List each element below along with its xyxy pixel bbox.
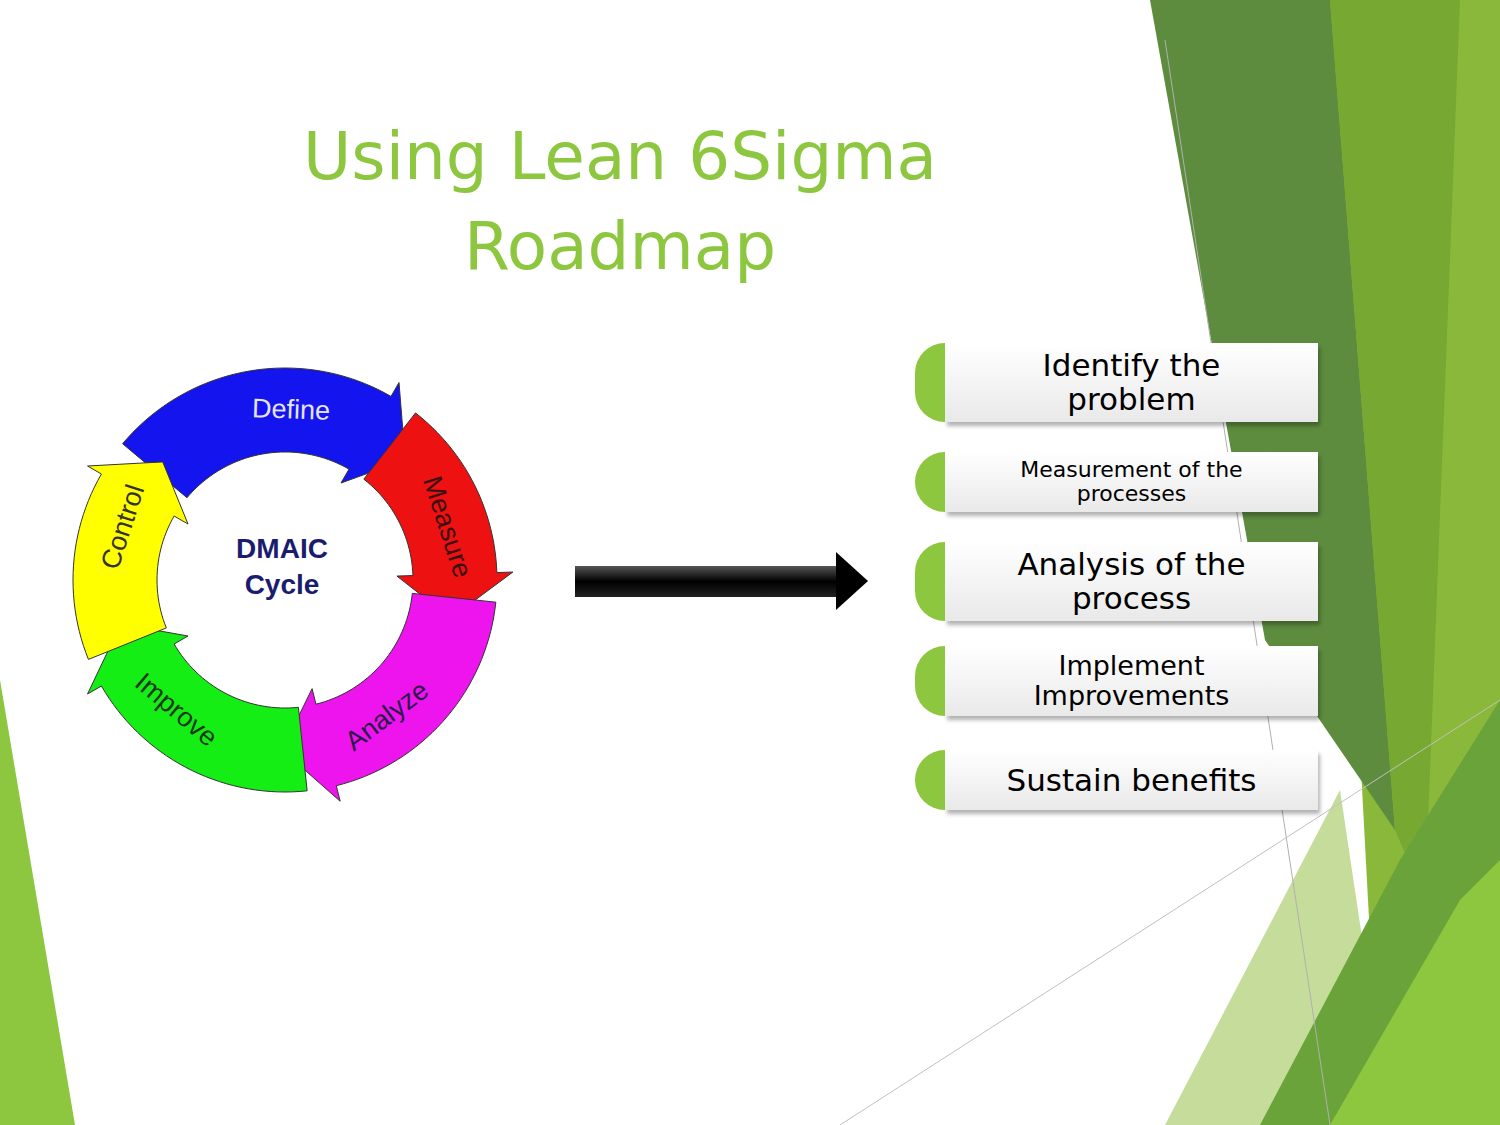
green-tab [915, 542, 945, 621]
thin-line [840, 700, 1500, 1125]
step-label: Sustain benefits [1006, 763, 1256, 797]
arrow-outline [282, 593, 496, 801]
mid-green-band [1330, 0, 1460, 900]
step-box: Analysis of the process [945, 542, 1318, 621]
phase-label: Measure [416, 473, 478, 582]
cycle-center-label: DMAIC Cycle [217, 531, 347, 603]
step-box: Sustain benefits [945, 750, 1318, 810]
left-green-stripe [0, 680, 75, 1125]
green-tab [915, 750, 945, 810]
arrow-outline [364, 413, 513, 618]
green-tab [915, 452, 945, 512]
step-box: Implement Improvements [945, 646, 1318, 716]
step-label: Analysis of the process [975, 547, 1288, 615]
step-label: Implement Improvements [975, 651, 1288, 710]
green-tab [915, 343, 945, 422]
arrow-outline [123, 368, 406, 498]
step-box: Identify the problem [945, 343, 1318, 422]
step-label: Measurement of the processes [975, 458, 1288, 506]
dmaic-cycle: DefineMeasureAnalyze Improve ControlDMAIC … [0, 330, 540, 830]
phase-label: Analyze [340, 674, 435, 757]
phase-label: Define [251, 393, 330, 427]
slide-title: Using Lean 6Sigma Roadmap [200, 112, 1040, 292]
step-box: Measurement of the processes [945, 452, 1318, 512]
step-label: Identify the problem [975, 348, 1288, 416]
arrow-outline [73, 462, 188, 660]
green-band [1330, 860, 1500, 1125]
arrow-outline [88, 624, 308, 792]
phase-label: Control [95, 481, 151, 573]
big-arrow-head [836, 552, 868, 610]
green-tab [915, 646, 945, 716]
phase-label: Improve [128, 667, 223, 753]
big-arrow-shaft [575, 566, 840, 597]
